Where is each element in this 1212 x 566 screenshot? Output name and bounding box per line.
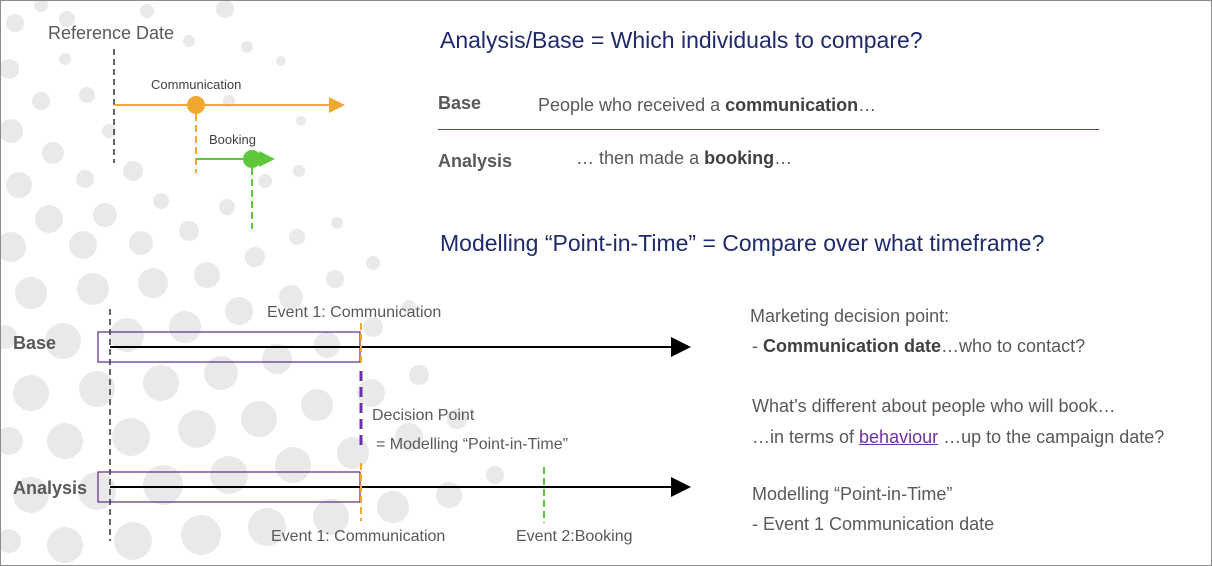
modelling-pit-bullet: - Event 1 Communication date [752,514,995,534]
decision-point-sublabel: = Modelling “Point-in-Time” [376,436,568,453]
section-divider [438,129,1099,130]
whats-different-line: What’s different about people who will b… [752,396,1116,416]
analysis-base-title: Analysis/Base = Which individuals to com… [440,27,923,53]
timeline-analysis-label: Analysis [13,478,88,498]
communication-dot [187,96,205,114]
behaviour-line: …in terms of behaviour …up to the campai… [752,427,1165,447]
reference-date-label: Reference Date [48,23,175,43]
modelling-pit-title: Modelling “Point-in-Time” [752,484,953,504]
mini-communication-label: Communication [151,77,242,92]
booking-dot [243,150,261,168]
analysis-row-label: Analysis [438,151,513,171]
marketing-decision-bullet: - Communication date…who to contact? [752,336,1086,356]
event1-bottom-label: Event 1: Communication [271,528,446,545]
event1-top-label: Event 1: Communication [267,304,442,321]
timeline-base-label: Base [13,333,57,353]
base-row-text: People who received a communication… [538,95,877,115]
analysis-row-text: … then made a booking… [576,148,793,168]
base-row-label: Base [438,93,482,113]
event2-label: Event 2:Booking [516,528,633,545]
mini-booking-label: Booking [209,132,256,147]
main-timeline [97,309,691,541]
marketing-decision-title: Marketing decision point: [750,306,950,326]
decision-point-label: Decision Point [372,407,475,424]
point-in-time-title: Modelling “Point-in-Time” = Compare over… [440,230,1045,256]
behaviour-link[interactable]: behaviour [859,427,939,447]
background-dot-pattern [1,1,504,563]
mini-timeline [113,49,345,229]
